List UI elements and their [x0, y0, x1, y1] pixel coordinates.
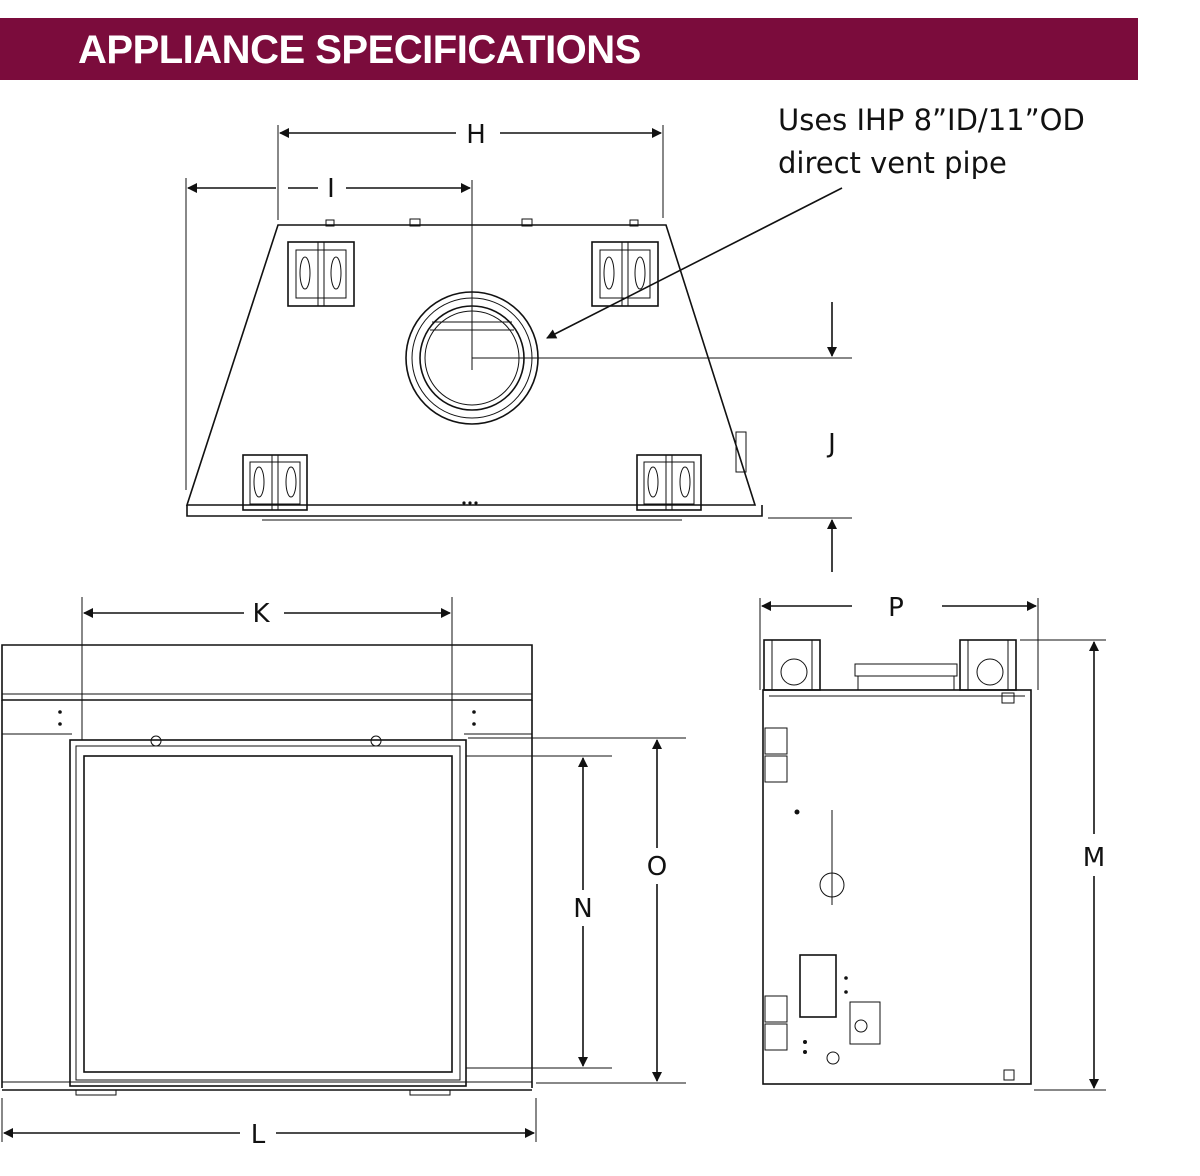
- dim-label-l: L: [251, 1120, 266, 1150]
- dim-label-m: M: [1083, 843, 1105, 873]
- side-view: P M: [759, 593, 1106, 1091]
- bracket-top-right: [591, 241, 659, 307]
- bracket-top-left: [287, 241, 355, 307]
- bracket-bottom-right: [636, 454, 702, 511]
- top-view: H I J Uses IHP 8”ID/11”OD direct vent pi…: [185, 103, 1085, 572]
- glass-frame: [69, 739, 467, 1087]
- front-view: K L N O: [1, 597, 686, 1150]
- callout-leader: [546, 187, 843, 339]
- control-box: [799, 954, 837, 1018]
- page-title: APPLIANCE SPECIFICATIONS: [78, 28, 641, 72]
- side-view-body: [762, 689, 1032, 1085]
- dim-label-i: I: [327, 174, 335, 204]
- bracket-bottom-left: [242, 454, 308, 511]
- callout-line-2: direct vent pipe: [778, 146, 1007, 180]
- dim-label-n: N: [573, 894, 592, 924]
- title-banner: APPLIANCE SPECIFICATIONS: [0, 18, 1138, 80]
- top-view-base: [186, 505, 763, 517]
- dim-label-k: K: [252, 599, 270, 629]
- dim-label-h: H: [466, 120, 486, 150]
- dim-label-j: J: [826, 429, 836, 459]
- dim-label-p: P: [888, 593, 904, 623]
- glass-opening: [83, 755, 453, 1073]
- callout-line-1: Uses IHP 8”ID/11”OD: [778, 103, 1085, 137]
- top-view-body: [185, 224, 757, 506]
- dim-label-o: O: [647, 852, 667, 882]
